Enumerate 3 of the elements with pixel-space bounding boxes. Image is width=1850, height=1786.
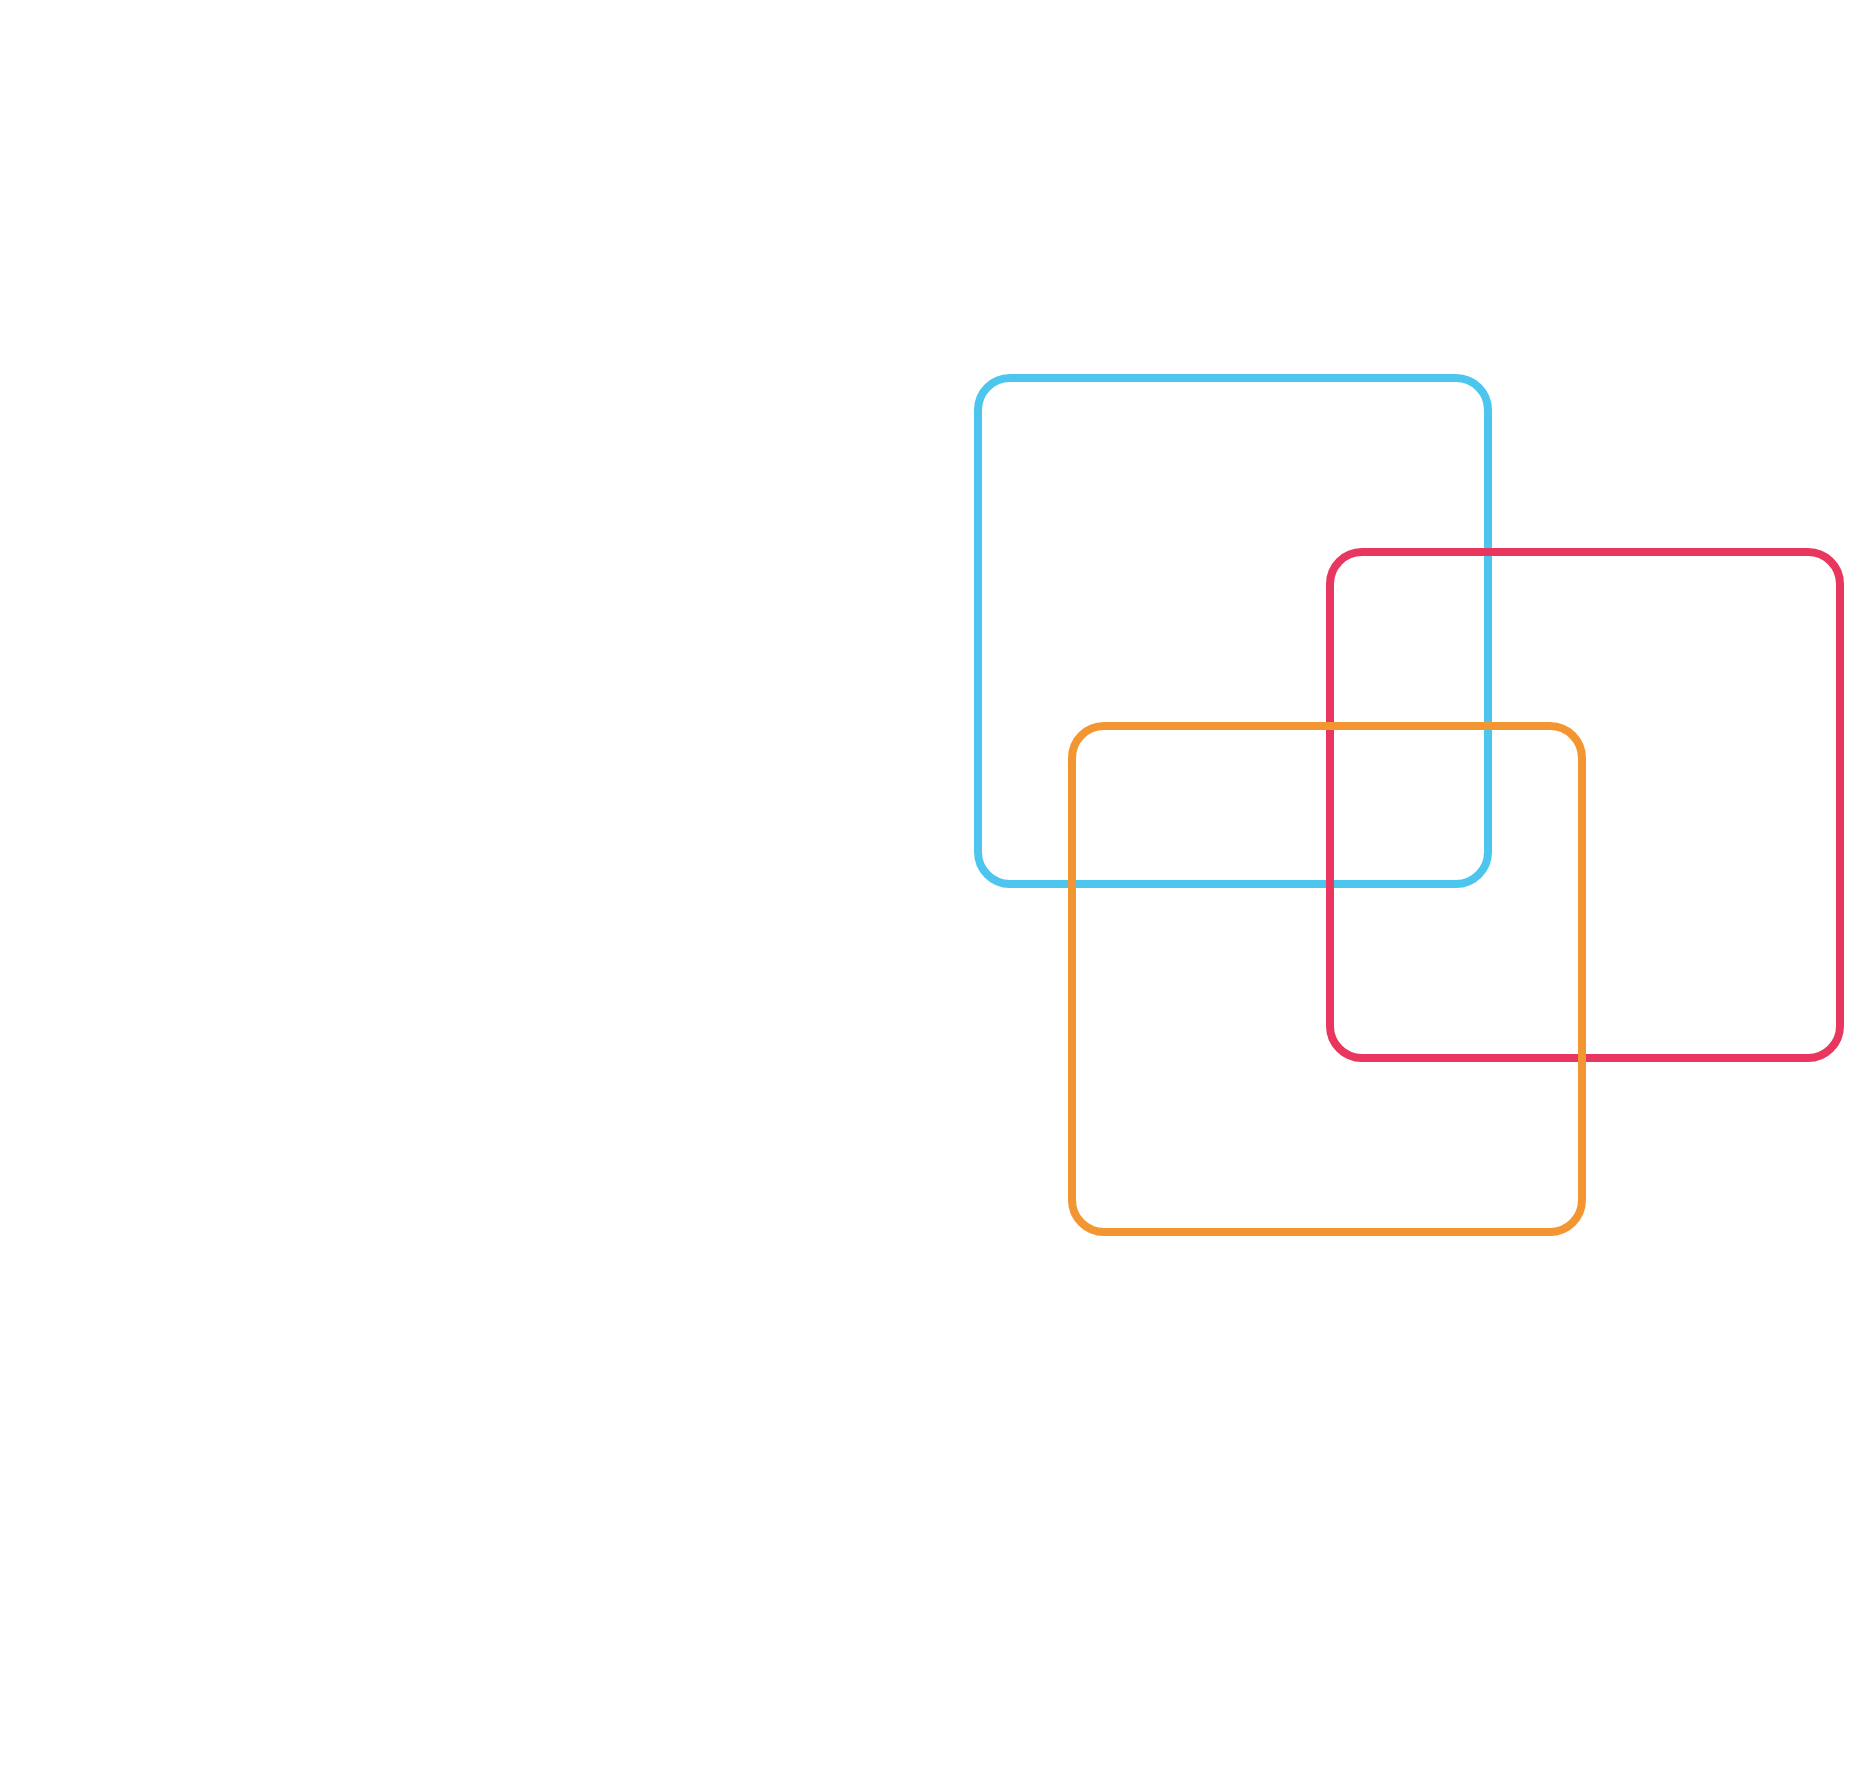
outlined-square [1068, 722, 1586, 1236]
outlined-square [1326, 548, 1844, 1062]
outlined-square [974, 374, 1492, 888]
